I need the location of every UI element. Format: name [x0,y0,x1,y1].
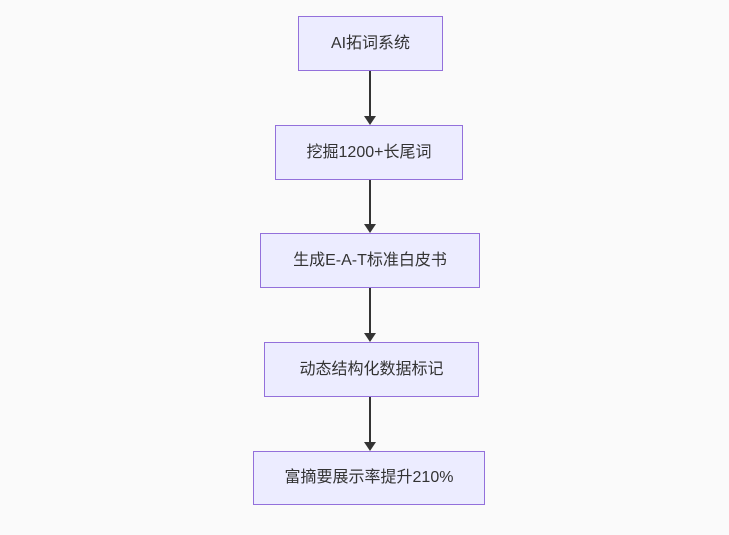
flow-node-label: 动态结构化数据标记 [299,360,444,378]
arrowhead-icon [364,224,376,233]
edge-arrow-1 [364,71,376,125]
flow-node-label: 生成E-A-T标准白皮书 [293,251,447,269]
flow-node-label: 挖掘1200+长尾词 [306,143,432,161]
flow-node-label: AI拓词系统 [330,34,411,52]
edge-arrow-4 [364,397,376,451]
edge-line [369,71,371,116]
flow-node-label: 富摘要展示率提升210% [284,469,454,487]
arrowhead-icon [364,116,376,125]
flow-node-ai-keyword-system: AI拓词系统 [298,16,443,71]
edge-arrow-3 [364,288,376,342]
edge-line [369,397,371,442]
flow-node-structured-data-markup: 动态结构化数据标记 [264,342,479,397]
arrowhead-icon [364,442,376,451]
edge-line [369,180,371,224]
flow-node-eat-whitepaper: 生成E-A-T标准白皮书 [260,233,480,288]
edge-arrow-2 [364,180,376,233]
flow-node-rich-snippet-result: 富摘要展示率提升210% [253,451,485,505]
arrowhead-icon [364,333,376,342]
edge-line [369,288,371,333]
flow-node-longtail-mining: 挖掘1200+长尾词 [275,125,463,180]
